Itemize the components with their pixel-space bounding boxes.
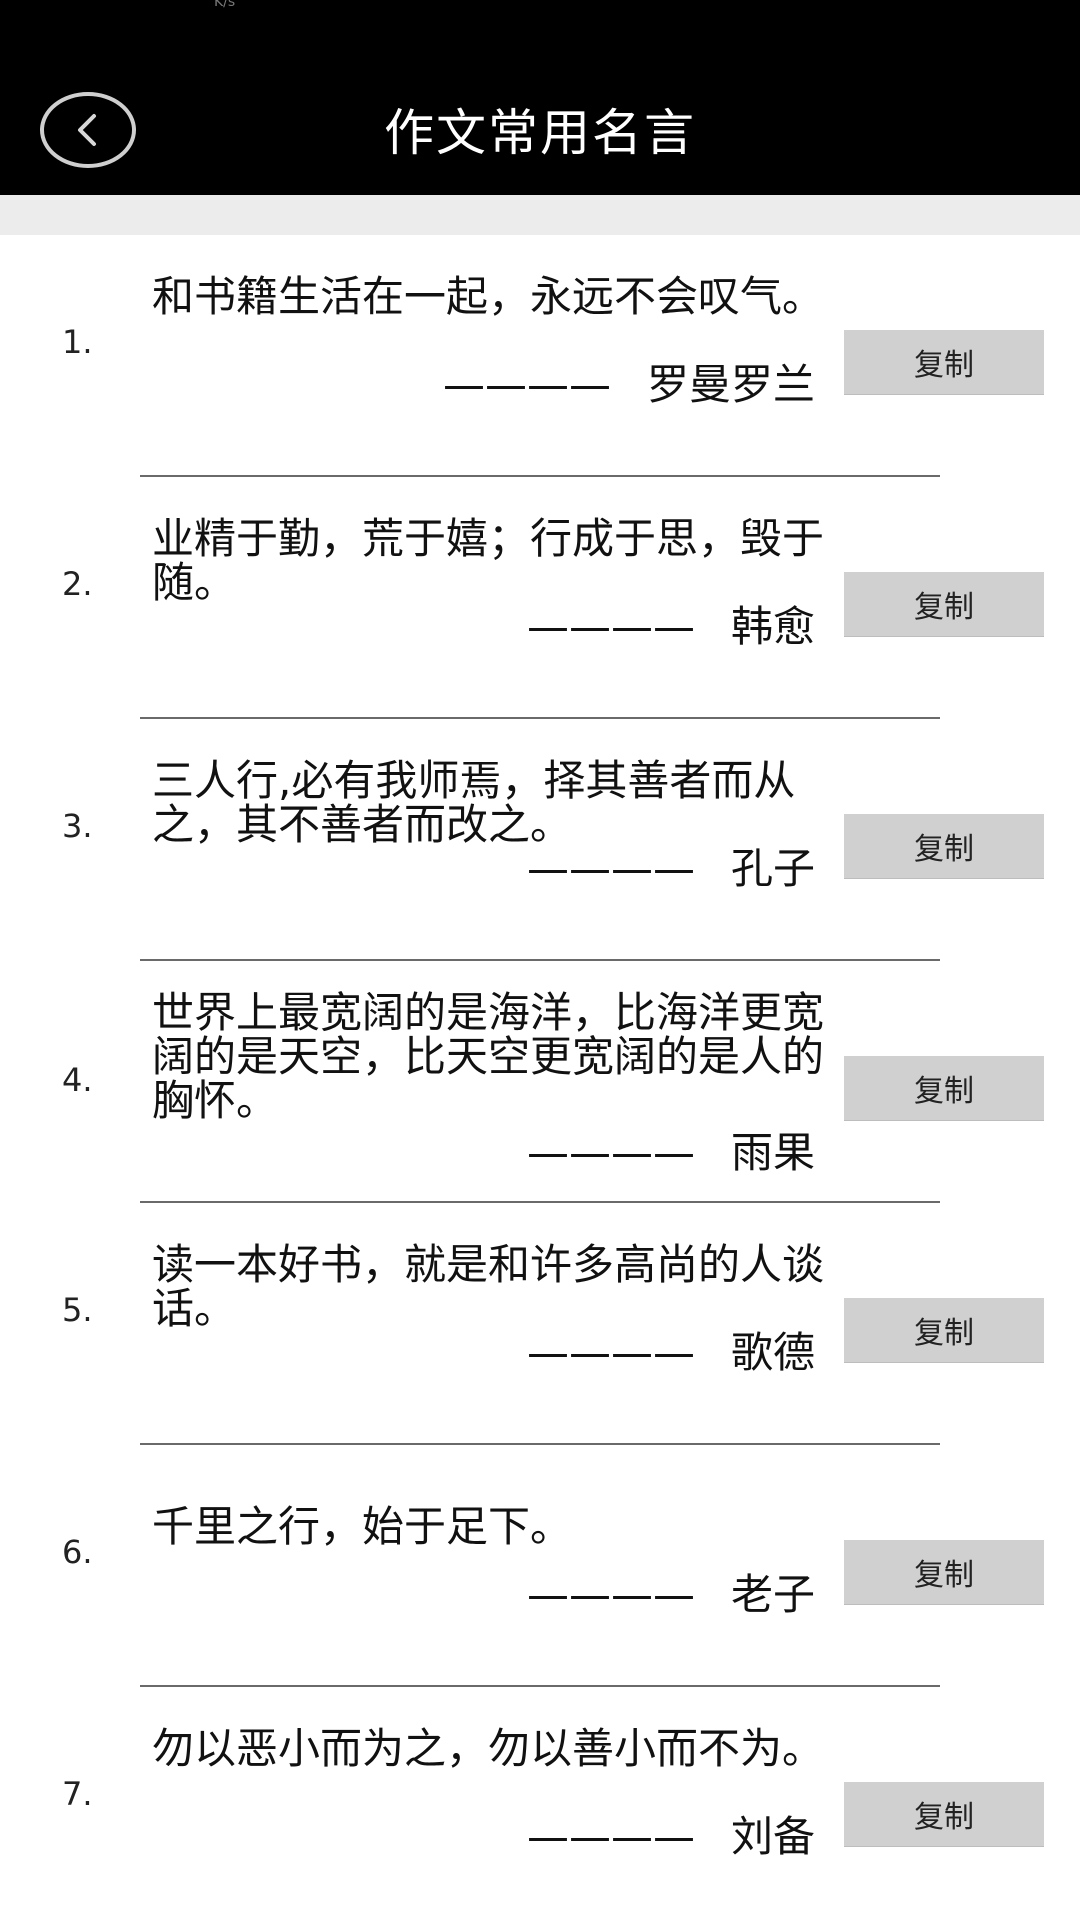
copy-button[interactable]: 复制 xyxy=(844,814,1044,878)
list-item: 6. 千里之行，始于足下。 ———— 老子 复制 xyxy=(0,1445,1080,1687)
copy-button[interactable]: 复制 xyxy=(844,1782,1044,1846)
quote-author: ———— 刘备 xyxy=(365,1815,815,1859)
quote-text: 世界上最宽阔的是海洋，比海洋更宽阔的是天空，比天空更宽阔的是人的胸怀。 xyxy=(152,988,825,1125)
list-item: 4. 世界上最宽阔的是海洋，比海洋更宽阔的是天空，比天空更宽阔的是人的胸怀。 —… xyxy=(0,961,1080,1203)
author-dash: ———— xyxy=(442,360,611,409)
header-bar: K/s 作文常用名言 xyxy=(0,0,1080,195)
quote-list: 1. 和书籍生活在一起，永远不会叹气。 ———— 罗曼罗兰 复制 2. 业精于勤，… xyxy=(0,235,1080,1929)
item-number: 1. xyxy=(62,323,93,361)
author-dash: ———— xyxy=(526,1328,695,1377)
copy-button[interactable]: 复制 xyxy=(844,330,1044,394)
divider xyxy=(140,1443,940,1445)
quote-author: ———— 雨果 xyxy=(365,1131,815,1175)
quote-author: ———— 歌德 xyxy=(365,1331,815,1375)
page-title: 作文常用名言 xyxy=(384,104,696,162)
author-dash: ———— xyxy=(526,1570,695,1619)
quote-text: 和书籍生活在一起，永远不会叹气。 xyxy=(152,272,825,321)
item-number: 4. xyxy=(62,1061,93,1099)
divider xyxy=(140,1685,940,1687)
status-bar: K/s xyxy=(0,0,1080,12)
item-number: 5. xyxy=(62,1291,93,1329)
quote-author: ———— 老子 xyxy=(365,1573,815,1617)
copy-button[interactable]: 复制 xyxy=(844,1540,1044,1604)
back-button[interactable] xyxy=(40,92,136,168)
author-dash: ———— xyxy=(526,844,695,893)
copy-button[interactable]: 复制 xyxy=(844,1298,1044,1362)
list-item: 2. 业精于勤，荒于嬉；行成于思，毁于随。 ———— 韩愈 复制 xyxy=(0,477,1080,719)
quote-text: 勿以恶小而为之，勿以善小而不为。 xyxy=(152,1724,825,1773)
author-name: 歌德 xyxy=(730,1328,815,1377)
list-item: 1. 和书籍生活在一起，永远不会叹气。 ———— 罗曼罗兰 复制 xyxy=(0,235,1080,477)
list-item: 3. 三人行,必有我师焉，择其善者而从之，其不善者而改之。 ———— 孔子 复制 xyxy=(0,719,1080,961)
quote-text: 三人行,必有我师焉，择其善者而从之，其不善者而改之。 xyxy=(152,756,796,849)
divider xyxy=(140,1201,940,1203)
divider xyxy=(140,959,940,961)
item-number: 3. xyxy=(62,807,93,845)
quote-author: ———— 罗曼罗兰 xyxy=(365,363,815,407)
author-dash: ———— xyxy=(526,1812,695,1861)
copy-button[interactable]: 复制 xyxy=(844,1056,1044,1120)
item-number: 2. xyxy=(62,565,93,603)
quote-text: 业精于勤，荒于嬉；行成于思，毁于随。 xyxy=(152,514,825,607)
item-number: 7. xyxy=(62,1775,93,1813)
quote-text: 读一本好书，就是和许多高尚的人谈话。 xyxy=(152,1240,825,1333)
author-name: 罗曼罗兰 xyxy=(646,360,815,409)
network-speed: K/s xyxy=(214,0,236,10)
quote-author: ———— 韩愈 xyxy=(365,605,815,649)
divider xyxy=(140,717,940,719)
author-dash: ———— xyxy=(526,602,695,651)
author-name: 孔子 xyxy=(730,844,815,893)
quote-text: 千里之行，始于足下。 xyxy=(152,1502,573,1551)
item-number: 6. xyxy=(62,1533,93,1571)
author-name: 雨果 xyxy=(730,1128,815,1177)
author-dash: ———— xyxy=(526,1128,695,1177)
author-name: 老子 xyxy=(730,1570,815,1619)
header-shadow-band xyxy=(0,195,1080,235)
author-name: 韩愈 xyxy=(730,602,815,651)
quote-author: ———— 孔子 xyxy=(365,847,815,891)
list-item: 5. 读一本好书，就是和许多高尚的人谈话。 ———— 歌德 复制 xyxy=(0,1203,1080,1445)
author-name: 刘备 xyxy=(730,1812,815,1861)
divider xyxy=(140,475,940,477)
chevron-left-icon xyxy=(78,114,96,146)
list-item: 7. 勿以恶小而为之，勿以善小而不为。 ———— 刘备 复制 xyxy=(0,1687,1080,1929)
copy-button[interactable]: 复制 xyxy=(844,572,1044,636)
